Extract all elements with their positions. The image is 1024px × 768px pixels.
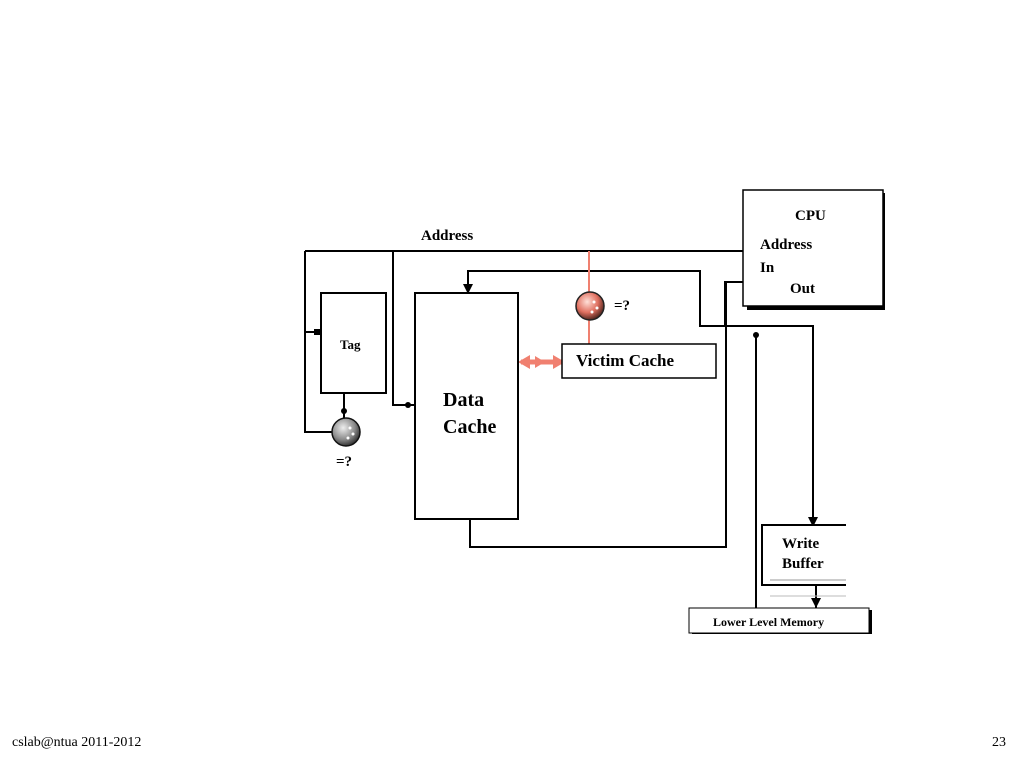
- cpu-address-label: Address: [760, 237, 813, 253]
- write-buffer-label-line1: Write: [782, 536, 820, 552]
- victim-cache-box: [561, 343, 717, 379]
- wire-markers: [314, 284, 821, 608]
- data-in-arrow: [463, 284, 473, 294]
- tag-address-wire: [304, 251, 332, 433]
- cpu-title: CPU: [795, 208, 826, 224]
- lower-memory-box: [688, 607, 870, 634]
- tag-compare-label: =?: [336, 454, 353, 470]
- wiring: [304, 250, 817, 608]
- tag-input-marker: [314, 329, 321, 335]
- lower-memory-label: Lower Level Memory: [713, 615, 825, 629]
- victim-cache-label: Victim Cache: [576, 351, 675, 370]
- victim-arrows: [518, 355, 565, 369]
- write-buffer-label-line2: Buffer: [782, 556, 824, 572]
- victim-compare-label: =?: [614, 298, 631, 314]
- data-in-wire: [467, 270, 814, 525]
- cpu-out-label: Out: [790, 281, 816, 297]
- page-number: 23: [992, 735, 1006, 750]
- tag-label: Tag: [340, 337, 361, 352]
- write-buffer-in-arrow: [808, 517, 818, 527]
- data-cache-box: [414, 292, 519, 520]
- victim-mid-arrow: [535, 356, 545, 368]
- write-buffer-box: [761, 524, 846, 586]
- memory-in-arrow: [811, 598, 821, 608]
- tag-compare-junction: [341, 408, 347, 414]
- cpu-box: [742, 189, 884, 307]
- victim-left-arrow: [518, 355, 530, 369]
- footer-credit: cslab@ntua 2011-2012: [12, 735, 142, 750]
- tag-comparator-icon: [331, 417, 361, 447]
- data-out-wire: [469, 282, 727, 548]
- tag-array-box: [320, 292, 387, 394]
- memory-return-junction: [753, 332, 759, 338]
- data-cache-junction: [405, 402, 411, 408]
- cpu-in-label: In: [760, 260, 775, 276]
- cpu-out-to-bus-wire: [724, 281, 744, 326]
- data-cache-address-wire: [392, 251, 415, 406]
- victim-right-arrow: [553, 355, 565, 369]
- data-cache-label-line2: Cache: [443, 416, 497, 438]
- data-cache-label-line1: Data: [443, 389, 485, 411]
- victim-comparator-icon: [575, 291, 605, 321]
- address-label: Address: [421, 228, 474, 244]
